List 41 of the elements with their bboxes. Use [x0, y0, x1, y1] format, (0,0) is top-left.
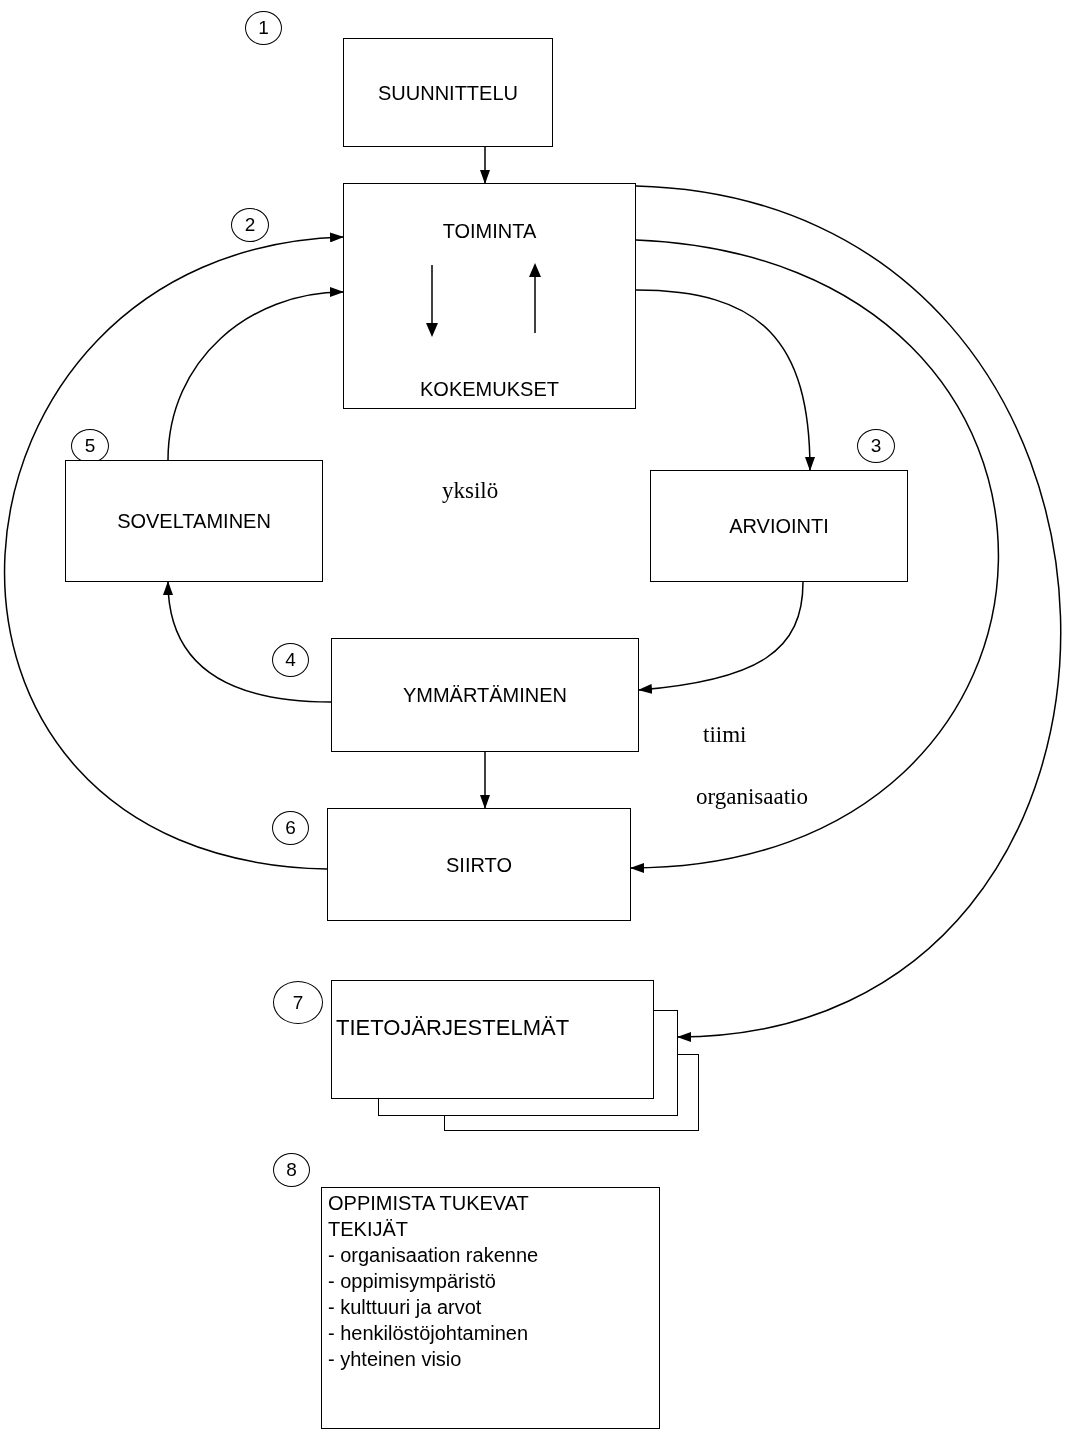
group-label: organisaatio: [696, 784, 808, 810]
process-box: [327, 808, 631, 921]
process-box: [343, 38, 553, 147]
box-text: SOVELTAMINEN: [117, 509, 271, 534]
box-text: - henkilöstöjohtaminen: [328, 1321, 529, 1346]
arrow: [4, 234, 344, 870]
box-text: ARVIOINTI: [729, 514, 829, 539]
arrow: [480, 146, 490, 184]
box-text: SUUNNITTELU: [378, 80, 518, 106]
arrow: [630, 239, 1000, 872]
number-circle: 6: [272, 811, 309, 845]
box-text: KOKEMUKSET: [420, 377, 559, 402]
group-label: yksilö: [442, 478, 499, 504]
arrow: [163, 581, 332, 703]
process-box: [321, 1187, 660, 1429]
arrow: [480, 751, 490, 809]
box-text: TOIMINTA: [442, 219, 537, 244]
document-stack-drawing: [331, 980, 699, 1131]
number-circle: 7: [273, 981, 323, 1024]
number-circle: 5: [71, 429, 109, 463]
box-text: - organisaation rakenne: [328, 1243, 539, 1268]
number-circle: 3: [857, 429, 895, 463]
box-text: - kulttuuri ja arvot: [328, 1295, 482, 1320]
process-box: [331, 638, 639, 752]
number-circle: 8: [273, 1153, 310, 1187]
number-circle: 2: [231, 208, 269, 242]
process-box: [343, 183, 636, 409]
box-text: TIETOJÄRJESTELMÄT: [336, 1015, 570, 1041]
process-box: [65, 460, 323, 582]
box-text: YMMÄRTÄMINEN: [402, 683, 568, 708]
arrow: [635, 289, 815, 471]
process-box: [650, 470, 908, 582]
number-circle: 4: [272, 643, 309, 677]
arrow: [167, 287, 344, 461]
box-text: - oppimisympäristö: [328, 1269, 496, 1294]
box-text: SIIRTO: [446, 852, 512, 878]
arrow: [638, 581, 804, 694]
group-label: tiimi: [703, 722, 747, 748]
number-circle: 1: [245, 11, 282, 45]
box-text: OPPIMISTA TUKEVAT TEKIJÄT: [328, 1191, 530, 1242]
box-text: - yhteinen visio: [328, 1347, 462, 1372]
